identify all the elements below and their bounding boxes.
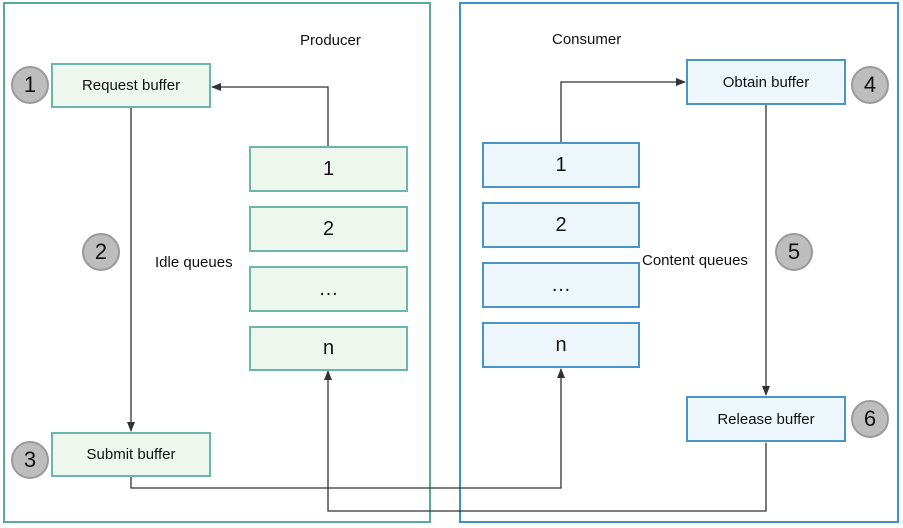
obtain-buffer-label: Obtain buffer <box>722 73 810 91</box>
content-queue-slot-label: 1 <box>555 153 567 176</box>
arrow-content-to-obtain <box>560 78 686 142</box>
idle-queue-slot-label: n <box>322 337 335 359</box>
obtain-buffer-box: Obtain buffer <box>686 59 846 105</box>
idle-queue-slot-label: 2 <box>322 217 335 240</box>
consumer-title: Consumer <box>552 31 622 48</box>
content-queue-slot-label: 2 <box>555 213 567 236</box>
content-queue-slot: n <box>482 322 640 368</box>
step-badge-5: 5 <box>775 233 813 271</box>
content-queue-slot-label: n <box>555 333 567 356</box>
request-buffer-label: Request buffer <box>81 77 181 94</box>
content-queue-slot: 2 <box>482 202 640 248</box>
step-badge-6: 6 <box>851 400 889 438</box>
arrow-submit-to-content <box>130 368 565 489</box>
idle-queue-slot: 2 <box>249 206 408 252</box>
submit-buffer-box: Submit buffer <box>51 432 211 477</box>
step-badge-2: 2 <box>82 233 120 271</box>
arrow-idle-to-request <box>211 83 329 146</box>
content-queue-slot: 1 <box>482 142 640 188</box>
submit-buffer-label: Submit buffer <box>86 446 176 463</box>
producer-title: Producer <box>300 32 361 49</box>
content-queue-slot-label: … <box>551 273 571 296</box>
producer-panel <box>3 2 431 523</box>
idle-queue-slot: … <box>249 266 408 312</box>
content-queues-label: Content queues <box>642 252 748 269</box>
step-badge-4: 4 <box>851 66 889 104</box>
idle-queue-slot: n <box>249 326 408 371</box>
release-buffer-label: Release buffer <box>717 410 815 428</box>
consumer-panel <box>459 2 899 523</box>
arrow-release-to-idle <box>324 370 767 512</box>
content-queue-slot: … <box>482 262 640 308</box>
idle-queue-slot-label: … <box>318 277 339 300</box>
idle-queues-label: Idle queues <box>155 254 233 271</box>
request-buffer-box: Request buffer <box>51 63 211 108</box>
idle-queue-slot-label: 1 <box>322 157 335 180</box>
release-buffer-box: Release buffer <box>686 396 846 442</box>
step-badge-3: 3 <box>11 441 49 479</box>
idle-queue-slot: 1 <box>249 146 408 192</box>
step-badge-1: 1 <box>11 66 49 104</box>
